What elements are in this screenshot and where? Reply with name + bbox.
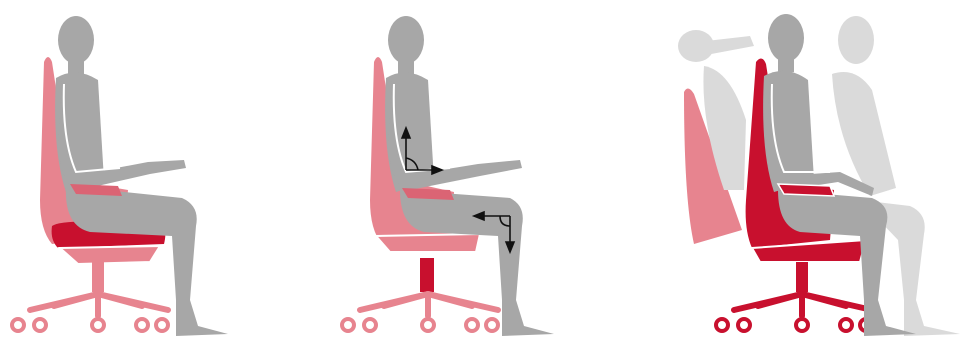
chair-casters [342, 319, 498, 331]
panel-dynamic-posture [660, 0, 972, 339]
chair-gas-column [796, 262, 808, 292]
chair-gas-column [92, 262, 104, 292]
chair-star-base [30, 294, 168, 316]
chair-casters [716, 319, 872, 331]
chair-star-base [734, 294, 872, 316]
seated-figure [763, 14, 916, 336]
chair-casters [12, 319, 168, 331]
ghost-figure-leaning [832, 16, 960, 336]
chair-seat-pan [376, 234, 480, 252]
armrest [778, 184, 834, 196]
seated-posture-right-angles-icon [330, 0, 630, 339]
panel-upright-posture [0, 0, 300, 339]
seated-posture-upright-icon [0, 0, 300, 339]
chair-gas-column [420, 258, 434, 292]
seated-figure [385, 16, 554, 336]
chair-seat-pan [60, 246, 160, 264]
chair-star-base [360, 294, 498, 316]
panel-right-angle-posture [330, 0, 630, 339]
seated-figure [55, 16, 228, 336]
seated-posture-dynamic-movement-icon [660, 0, 972, 339]
